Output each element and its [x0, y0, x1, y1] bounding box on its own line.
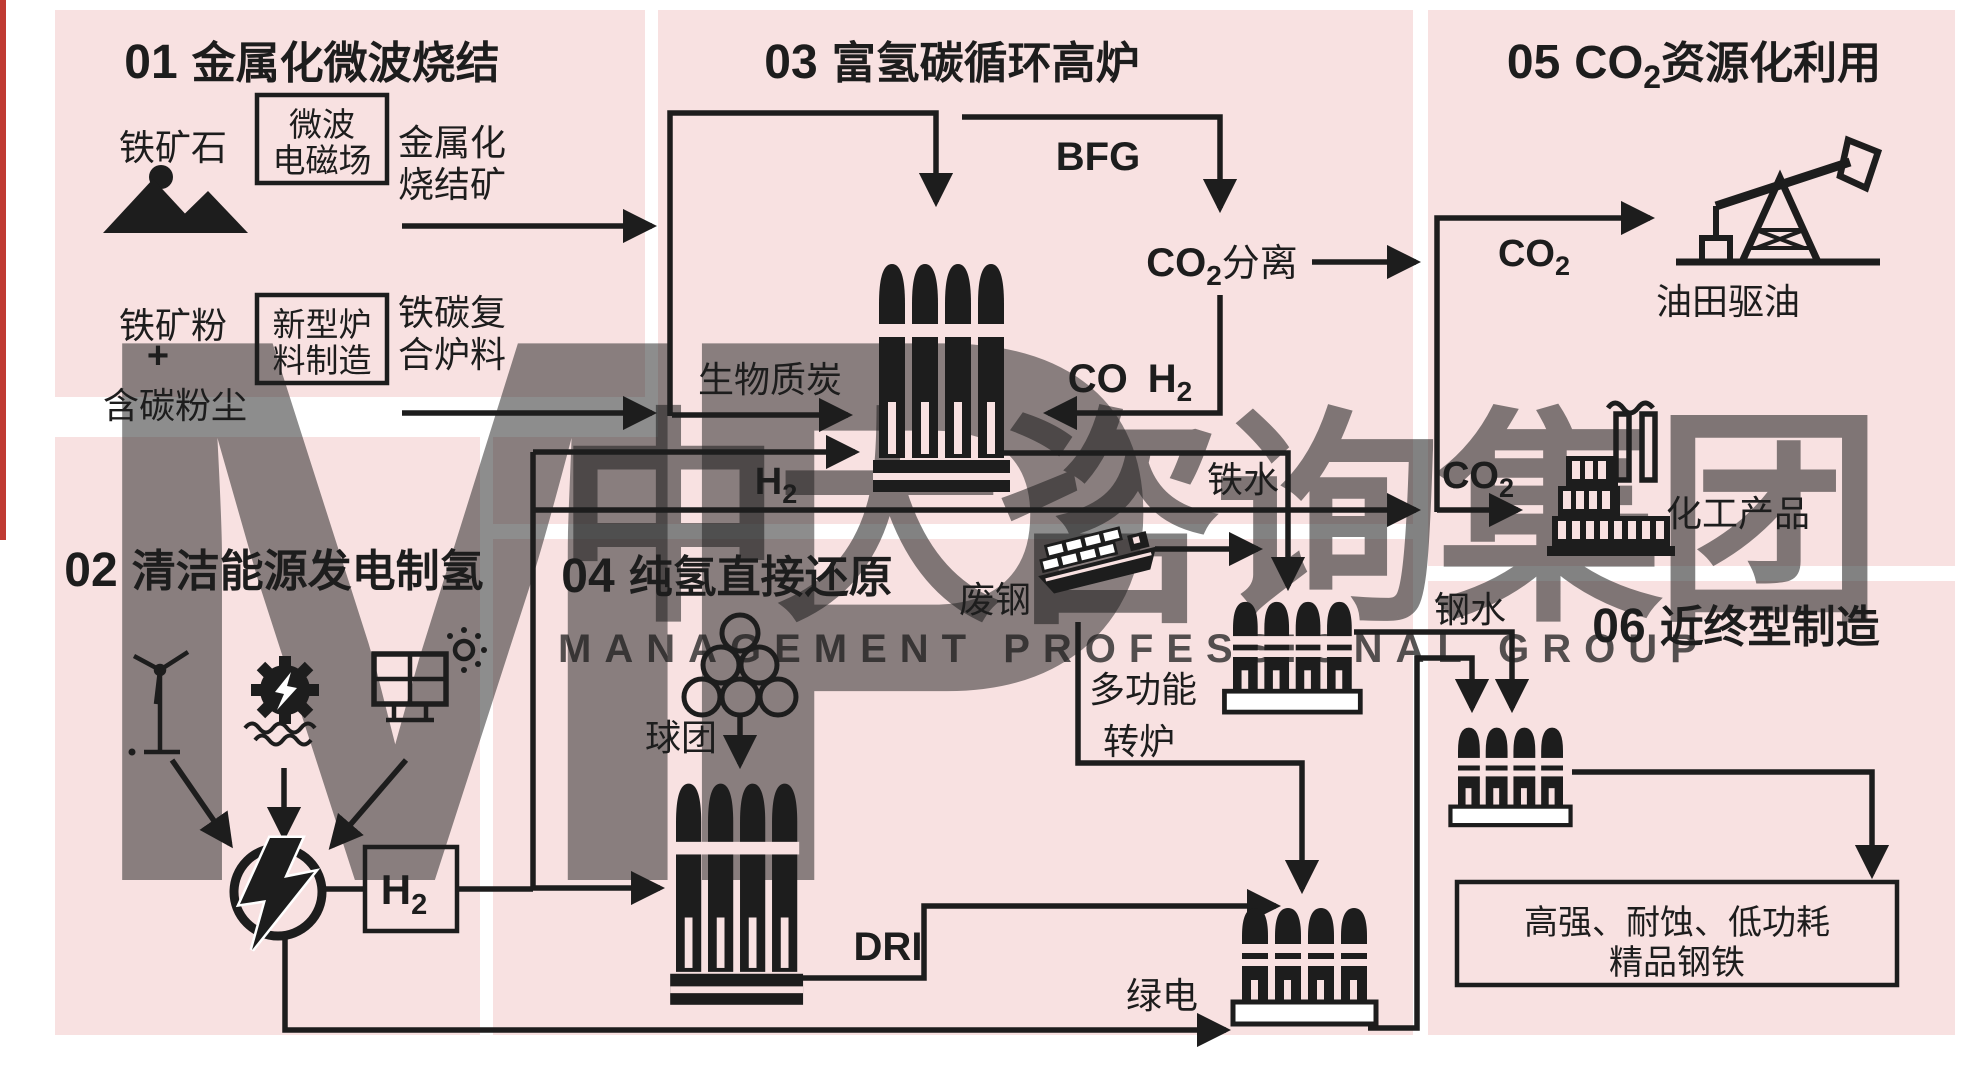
solar-to-generator-arrow [328, 758, 409, 850]
dri-elbow [800, 888, 1282, 981]
product-line1: 高强、耐蚀、低功耗 [1524, 904, 1830, 942]
pellets-icon [681, 612, 799, 718]
carbon-dust-label: 含碳粉尘 [103, 386, 247, 426]
gutter-03-04 [493, 524, 1413, 539]
composite-label-line1: 铁碳复 [398, 293, 506, 333]
iron-ore-label: 铁矿石 [119, 128, 227, 168]
co2-bottom-label: CO2 [1442, 455, 1514, 503]
microwave-box-line2: 电磁场 [273, 143, 372, 180]
composite-label-line2: 合炉料 [398, 335, 506, 375]
scrap-label: 废钢 [959, 580, 1031, 620]
chemical-factory-icon [1547, 400, 1675, 556]
burden-box-line2: 料制造 [273, 343, 372, 380]
bfg-elbow [962, 114, 1238, 214]
green-power-line [282, 936, 1232, 1048]
molten-steel-elbow [1354, 629, 1530, 714]
microwave-box-line1: 微波 [289, 107, 355, 144]
wind-turbine-icon [128, 650, 190, 756]
biochar-label: 生物质炭 [698, 360, 842, 400]
h2-box-label: H2 [381, 866, 427, 921]
product-box [1454, 879, 1900, 988]
converter-feed-elbow [1075, 622, 1320, 895]
co-h2-return-elbow [1042, 295, 1223, 431]
generator-icon [229, 835, 327, 952]
eaf-output-elbow [1368, 655, 1490, 1031]
sinter-label-line2: 烧结矿 [398, 165, 506, 205]
casting-to-product-elbow [1572, 769, 1890, 880]
iron-powder-label: 铁矿粉 [119, 306, 227, 346]
scrap-ship-icon [1038, 526, 1157, 594]
sun-icon [452, 638, 476, 662]
green-power-label: 绿电 [1126, 976, 1198, 1016]
oil-pumpjack-icon [1676, 135, 1883, 266]
sinter-label-line1: 金属化 [398, 123, 506, 163]
co2-separation-label: CO2分离 [1146, 241, 1298, 291]
chem-product-label: 化工产品 [1666, 494, 1810, 534]
molten-steel-label: 钢水 [1434, 590, 1506, 630]
plus-label: + [147, 335, 169, 377]
h2-bf-label: H2 [755, 461, 797, 509]
wind-to-generator-arrow [169, 758, 233, 849]
hot-metal-label: 铁水 [1207, 460, 1279, 500]
burden-box [254, 292, 390, 386]
solar-panel-icon [371, 627, 487, 723]
iron-ore-icon [103, 165, 248, 233]
bfg-label: BFG [1056, 135, 1140, 179]
pellet-label: 球团 [645, 718, 717, 758]
co2-junction-elbow [1434, 200, 1656, 512]
product-line2: 精品钢铁 [1609, 944, 1745, 982]
burden-feed-elbow [667, 110, 954, 416]
hydro-power-icon [243, 656, 319, 747]
co2-top-label: CO2 [1498, 233, 1570, 281]
multifunction-converter-label-2: 转炉 [1103, 722, 1175, 762]
edge-artifact [0, 0, 6, 540]
burden-box-line1: 新型炉 [273, 307, 372, 344]
panel-05 [1428, 10, 1955, 566]
microwave-box [254, 92, 390, 186]
hot-metal-elbow [1000, 450, 1306, 592]
oil-field-label: 油田驱油 [1656, 282, 1800, 322]
multifunction-converter-label-1: 多功能 [1089, 670, 1197, 710]
dri-label: DRI [854, 925, 923, 969]
